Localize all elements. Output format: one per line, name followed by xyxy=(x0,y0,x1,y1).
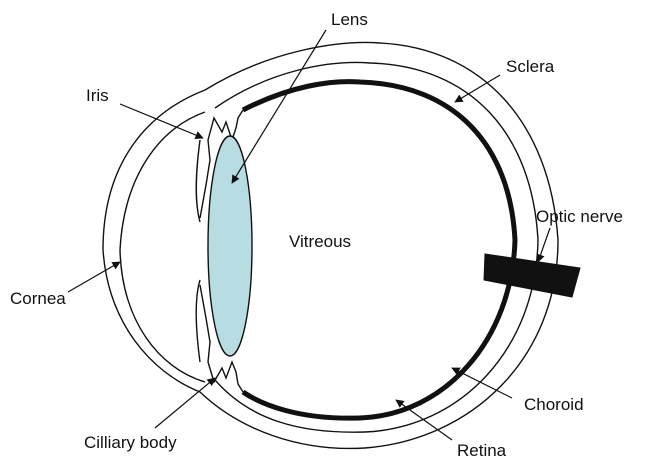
cilliary-body-label: Cilliary body xyxy=(84,433,177,452)
vitreous-label: Vitreous xyxy=(289,232,351,251)
sclera-label: Sclera xyxy=(506,57,555,76)
cornea xyxy=(120,112,205,382)
lens xyxy=(208,136,252,356)
iris-label: Iris xyxy=(86,86,109,105)
retina xyxy=(243,82,515,419)
choroid-label: Choroid xyxy=(524,395,584,414)
retina-leader xyxy=(396,400,452,440)
iris-leader xyxy=(120,104,203,138)
lens-label: Lens xyxy=(331,10,368,29)
iris-top xyxy=(196,140,200,222)
iris-bottom xyxy=(196,280,200,362)
optic-nerve-label: Optic nerve xyxy=(536,207,623,226)
cornea-label: Cornea xyxy=(10,289,66,308)
optic-nerve-leader xyxy=(538,228,550,262)
cornea-leader xyxy=(68,262,120,292)
retina-label: Retina xyxy=(457,441,507,460)
choroid-layer xyxy=(215,63,538,433)
